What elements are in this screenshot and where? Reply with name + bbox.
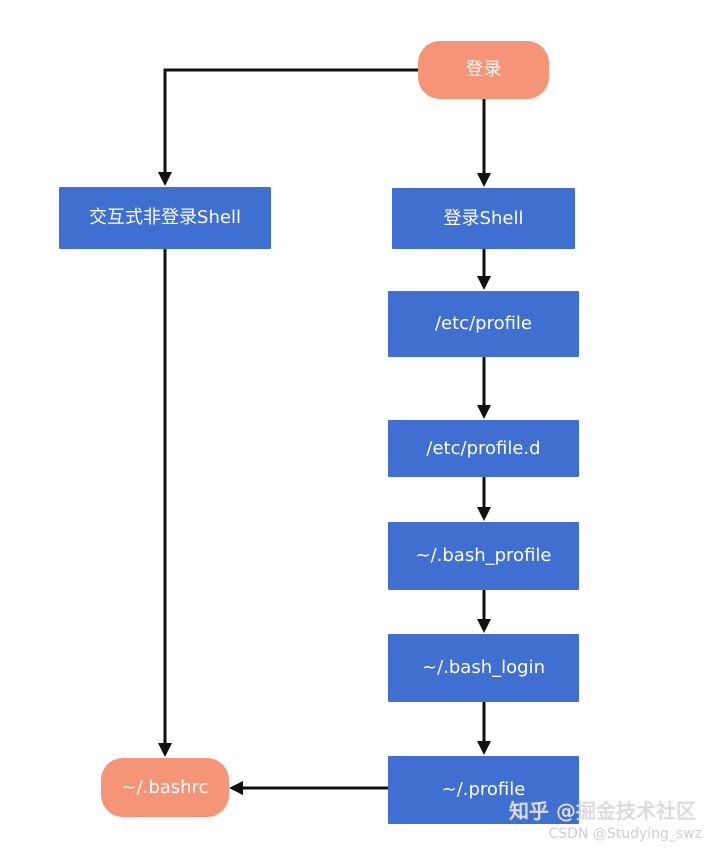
node-profile-label: ~/.profile xyxy=(441,779,526,800)
watermark-csdn: CSDN @Studying_swz xyxy=(548,826,702,842)
node-etc-profile-d: /etc/profile.d xyxy=(388,420,579,477)
node-bash-login-label: ~/.bash_login xyxy=(422,657,545,678)
arrowhead-bashrc-vertical xyxy=(158,743,172,757)
connector-login-to-interactive xyxy=(163,68,420,174)
arrowhead-profile xyxy=(477,741,491,755)
arrowhead-etc-profile-d xyxy=(477,405,491,419)
node-interactive-non-login-shell: 交互式非登录Shell xyxy=(59,187,271,249)
node-profile: ~/.profile xyxy=(388,756,579,824)
arrowhead-bash-profile xyxy=(477,507,491,521)
node-etc-profile-label: /etc/profile xyxy=(434,313,532,334)
arrowhead-bashrc-horizontal xyxy=(229,781,243,795)
node-login-start: 登录 xyxy=(418,41,549,99)
node-bashrc: ~/.bashrc xyxy=(101,758,229,817)
arrowhead-etc-profile xyxy=(477,276,491,290)
node-interactive-non-login-shell-label: 交互式非登录Shell xyxy=(89,207,241,228)
node-login-start-label: 登录 xyxy=(465,59,502,80)
arrowhead-login-shell xyxy=(477,173,491,187)
arrowhead-interactive xyxy=(158,172,172,186)
node-etc-profile: /etc/profile xyxy=(388,291,579,357)
node-bash-profile-label: ~/.bash_profile xyxy=(415,545,552,566)
node-login-shell: 登录Shell xyxy=(392,188,575,249)
watermark-zhihu: 知乎 @掘金技术社区 xyxy=(509,799,696,823)
node-bash-login: ~/.bash_login xyxy=(388,634,579,702)
node-bashrc-label: ~/.bashrc xyxy=(121,776,209,798)
arrowhead-bash-login xyxy=(477,619,491,633)
node-login-shell-label: 登录Shell xyxy=(443,207,524,229)
node-bash-profile: ~/.bash_profile xyxy=(388,522,579,590)
node-etc-profile-d-label: /etc/profile.d xyxy=(426,437,541,459)
